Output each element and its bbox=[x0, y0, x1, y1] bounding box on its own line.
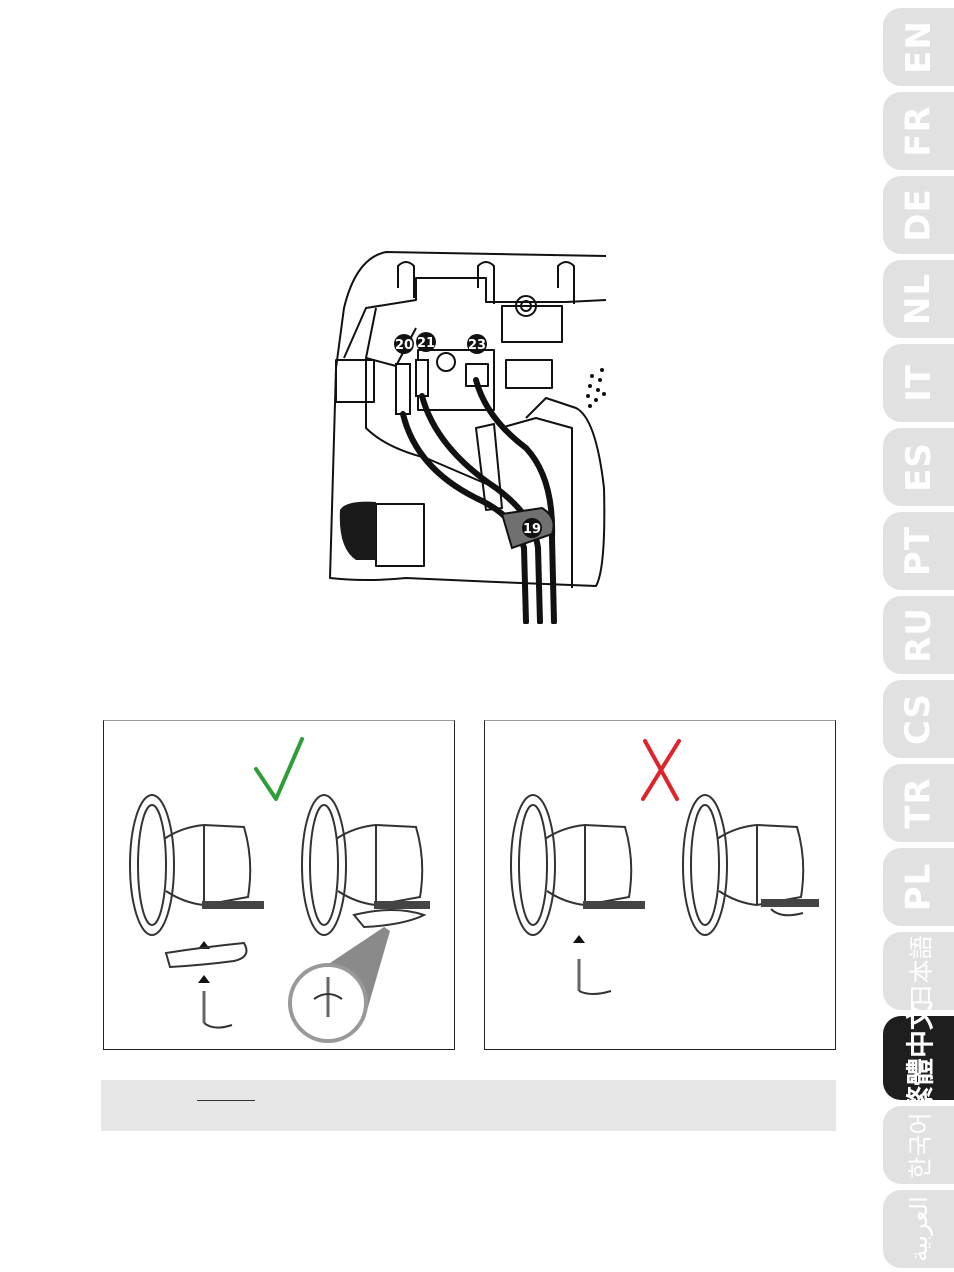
tab-label: DE bbox=[898, 188, 939, 242]
callout-19-label: 19 bbox=[523, 522, 541, 537]
tab-zh-tw[interactable]: 繁體中文 bbox=[883, 1002, 954, 1114]
tab-label: العربية bbox=[904, 1196, 933, 1262]
note-underline bbox=[197, 1100, 255, 1101]
tab-label: 繁體中文 bbox=[903, 1001, 937, 1115]
tab-nl[interactable]: NL bbox=[883, 260, 954, 338]
note-bar bbox=[101, 1080, 836, 1131]
tab-label: IT bbox=[898, 364, 939, 402]
tab-label: CS bbox=[898, 692, 939, 746]
tab-label: 한국어 bbox=[907, 1111, 935, 1179]
tab-de[interactable]: DE bbox=[883, 176, 954, 254]
tab-label: TR bbox=[898, 777, 939, 829]
callout-20: 20 bbox=[394, 334, 414, 354]
callout-23-label: 23 bbox=[468, 338, 486, 353]
tab-pl[interactable]: PL bbox=[883, 848, 954, 926]
tab-label: PT bbox=[898, 525, 939, 577]
tab-label: PL bbox=[898, 862, 939, 912]
incorrect-mounting-panel bbox=[484, 720, 836, 1050]
tab-fr[interactable]: FR bbox=[883, 92, 954, 170]
callout-21: 21 bbox=[416, 332, 436, 352]
tab-label: RU bbox=[898, 607, 939, 663]
tab-label: NL bbox=[898, 272, 939, 326]
tab-cs[interactable]: CS bbox=[883, 680, 954, 758]
tab-label: 日本語 bbox=[907, 935, 935, 1007]
tab-ru[interactable]: RU bbox=[883, 596, 954, 674]
language-tab-strip: EN FR DE NL IT ES PT RU CS TR PL 日本語 繁體中… bbox=[883, 0, 954, 1272]
tab-ko[interactable]: 한국어 bbox=[883, 1106, 954, 1184]
check-icon bbox=[254, 737, 304, 801]
tab-en[interactable]: EN bbox=[883, 8, 954, 86]
callout-20-label: 20 bbox=[395, 338, 413, 353]
tab-ja[interactable]: 日本語 bbox=[883, 932, 954, 1010]
tab-label: EN bbox=[898, 20, 939, 74]
tab-pt[interactable]: PT bbox=[883, 512, 954, 590]
tab-tr[interactable]: TR bbox=[883, 764, 954, 842]
tab-label: ES bbox=[898, 442, 939, 492]
callout-21-label: 21 bbox=[417, 336, 435, 351]
tab-label: FR bbox=[898, 105, 939, 157]
tab-es[interactable]: ES bbox=[883, 428, 954, 506]
callout-19: 19 bbox=[522, 518, 542, 538]
correct-mounting-panel bbox=[103, 720, 455, 1050]
tab-it[interactable]: IT bbox=[883, 344, 954, 422]
callout-23: 23 bbox=[467, 334, 487, 354]
tab-ar[interactable]: العربية bbox=[883, 1190, 954, 1268]
cross-icon bbox=[641, 739, 681, 801]
cable-connection-illustration: 20 21 23 19 bbox=[329, 251, 607, 624]
